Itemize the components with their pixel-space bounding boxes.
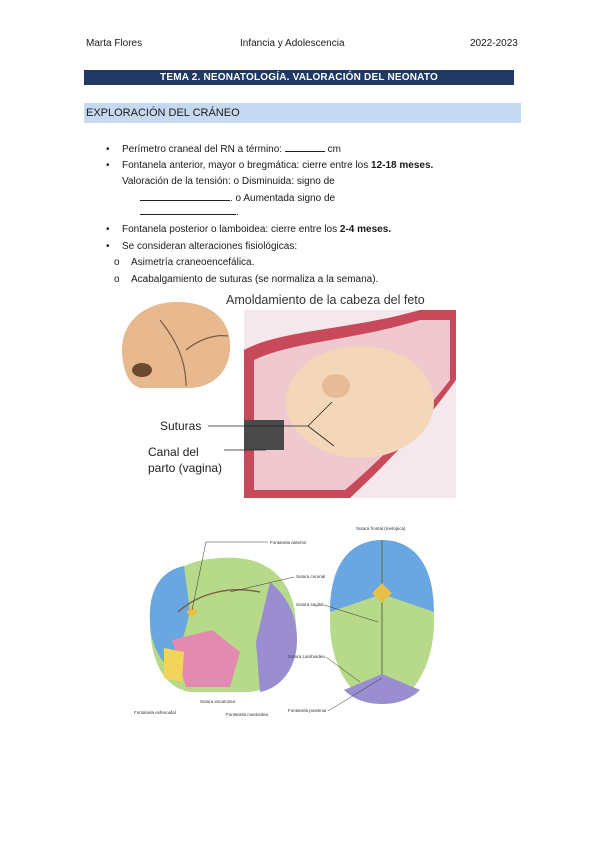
fetal-head bbox=[286, 346, 434, 458]
bullet-perimetro-text: Perímetro craneal del RN a término: bbox=[122, 144, 283, 155]
bullet-perimetro: Perímetro craneal del RN a término: cm bbox=[122, 144, 341, 156]
tension-line-3-end: . bbox=[236, 207, 239, 218]
skull-sutures bbox=[159, 319, 229, 387]
bullet-fontanela-posterior-bold: 2-4 meses. bbox=[339, 224, 392, 235]
label-fontanela-posterior: Fontanela posterior bbox=[288, 708, 327, 713]
bullet-marker: • bbox=[106, 144, 110, 155]
bullet-marker: • bbox=[106, 160, 110, 171]
label-fontanela-mastoidea: Fontanela mastoidea bbox=[226, 712, 269, 717]
bullet-fontanela-posterior: Fontanela posterior o lamboidea: cierre … bbox=[122, 224, 391, 236]
label-fontanela-esfenoidal: Fontanela esfenoidal bbox=[134, 710, 176, 715]
leader-line bbox=[191, 541, 207, 611]
figure-head-molding: Amoldamiento de la cabeza del feto Sutur… bbox=[121, 293, 456, 498]
bullet-alteraciones: Se consideran alteraciones fisiológicas: bbox=[122, 241, 298, 252]
label-sutura-sagital: Sutura sagital bbox=[296, 602, 324, 607]
label-sutura-escamosa: Sutura escamosa bbox=[200, 699, 236, 704]
leader-line bbox=[323, 604, 379, 623]
bullet-fontanela-anterior: Fontanela anterior, mayor o bregmática: … bbox=[122, 160, 433, 172]
bullet-perimetro-unit: cm bbox=[327, 144, 341, 155]
bullet-fontanela-anterior-text: Fontanela anterior, mayor o bregmática: … bbox=[122, 160, 372, 171]
tension-line: Valoración de la tensión: o Disminuida: … bbox=[122, 176, 335, 187]
sutures-pointer bbox=[307, 401, 333, 427]
header-year: 2022-2023 bbox=[470, 38, 518, 49]
canal-shadow bbox=[244, 420, 284, 450]
label-canal-1: Canal del bbox=[148, 445, 199, 459]
bullet-marker: • bbox=[106, 241, 110, 252]
label-sutura-lamboidea: Sutura Lamboidea bbox=[288, 654, 325, 659]
sub-bullet-marker: o bbox=[114, 274, 120, 285]
sub-bullet-marker: o bbox=[114, 257, 120, 268]
coronal-suture-line bbox=[177, 589, 261, 613]
tension-line-2: . o Aumentada signo de bbox=[140, 193, 335, 205]
occipital-bone bbox=[256, 582, 297, 692]
section-heading: EXPLORACIÓN DEL CRÁNEO bbox=[84, 103, 521, 123]
label-sutura-frontal: Sutura frontal (metópica) bbox=[356, 526, 406, 531]
leader-line bbox=[325, 656, 361, 683]
page-title: TEMA 2. NEONATOLOGÍA. VALORACIÓN DEL NEO… bbox=[84, 70, 514, 85]
label-fontanela-anterior: Fontanela anterior bbox=[270, 540, 307, 545]
occipital-top bbox=[344, 674, 420, 704]
leader-line bbox=[327, 677, 383, 712]
fetal-ear bbox=[322, 374, 350, 398]
bullet-marker: • bbox=[106, 224, 110, 235]
figure-skull-fontanelles: Fontanela anterior Sutura coronal Sutura… bbox=[134, 526, 434, 717]
tension-line-3: . bbox=[140, 207, 239, 219]
sub-bullet-acabalgamiento: Acabalgamiento de suturas (se normaliza … bbox=[131, 274, 379, 285]
bullet-fontanela-posterior-text: Fontanela posterior o lamboidea: cierre … bbox=[122, 224, 340, 235]
fill-blank bbox=[284, 151, 325, 152]
header-subject: Infancia y Adolescencia bbox=[240, 38, 345, 49]
label-sutura-coronal: Sutura coronal bbox=[296, 574, 325, 579]
skull-orbit bbox=[132, 363, 152, 377]
sphenoid-bone bbox=[164, 648, 184, 682]
bullet-fontanela-anterior-bold: 12-18 meses. bbox=[371, 160, 434, 171]
header-author: Marta Flores bbox=[86, 38, 143, 49]
figure1-title: Amoldamiento de la cabeza del feto bbox=[226, 293, 425, 307]
temporal-bone bbox=[172, 630, 240, 687]
sub-bullet-asimetria: Asimetría craneoencefálica. bbox=[131, 257, 255, 268]
label-sutures: Suturas bbox=[160, 419, 201, 433]
tension-line-2-text: . o Aumentada signo de bbox=[230, 193, 336, 204]
leader-line bbox=[229, 576, 295, 593]
sutures-pointer bbox=[307, 425, 335, 447]
fill-blank bbox=[140, 214, 236, 215]
label-canal-2: parto (vagina) bbox=[148, 461, 222, 475]
fill-blank bbox=[140, 200, 230, 201]
